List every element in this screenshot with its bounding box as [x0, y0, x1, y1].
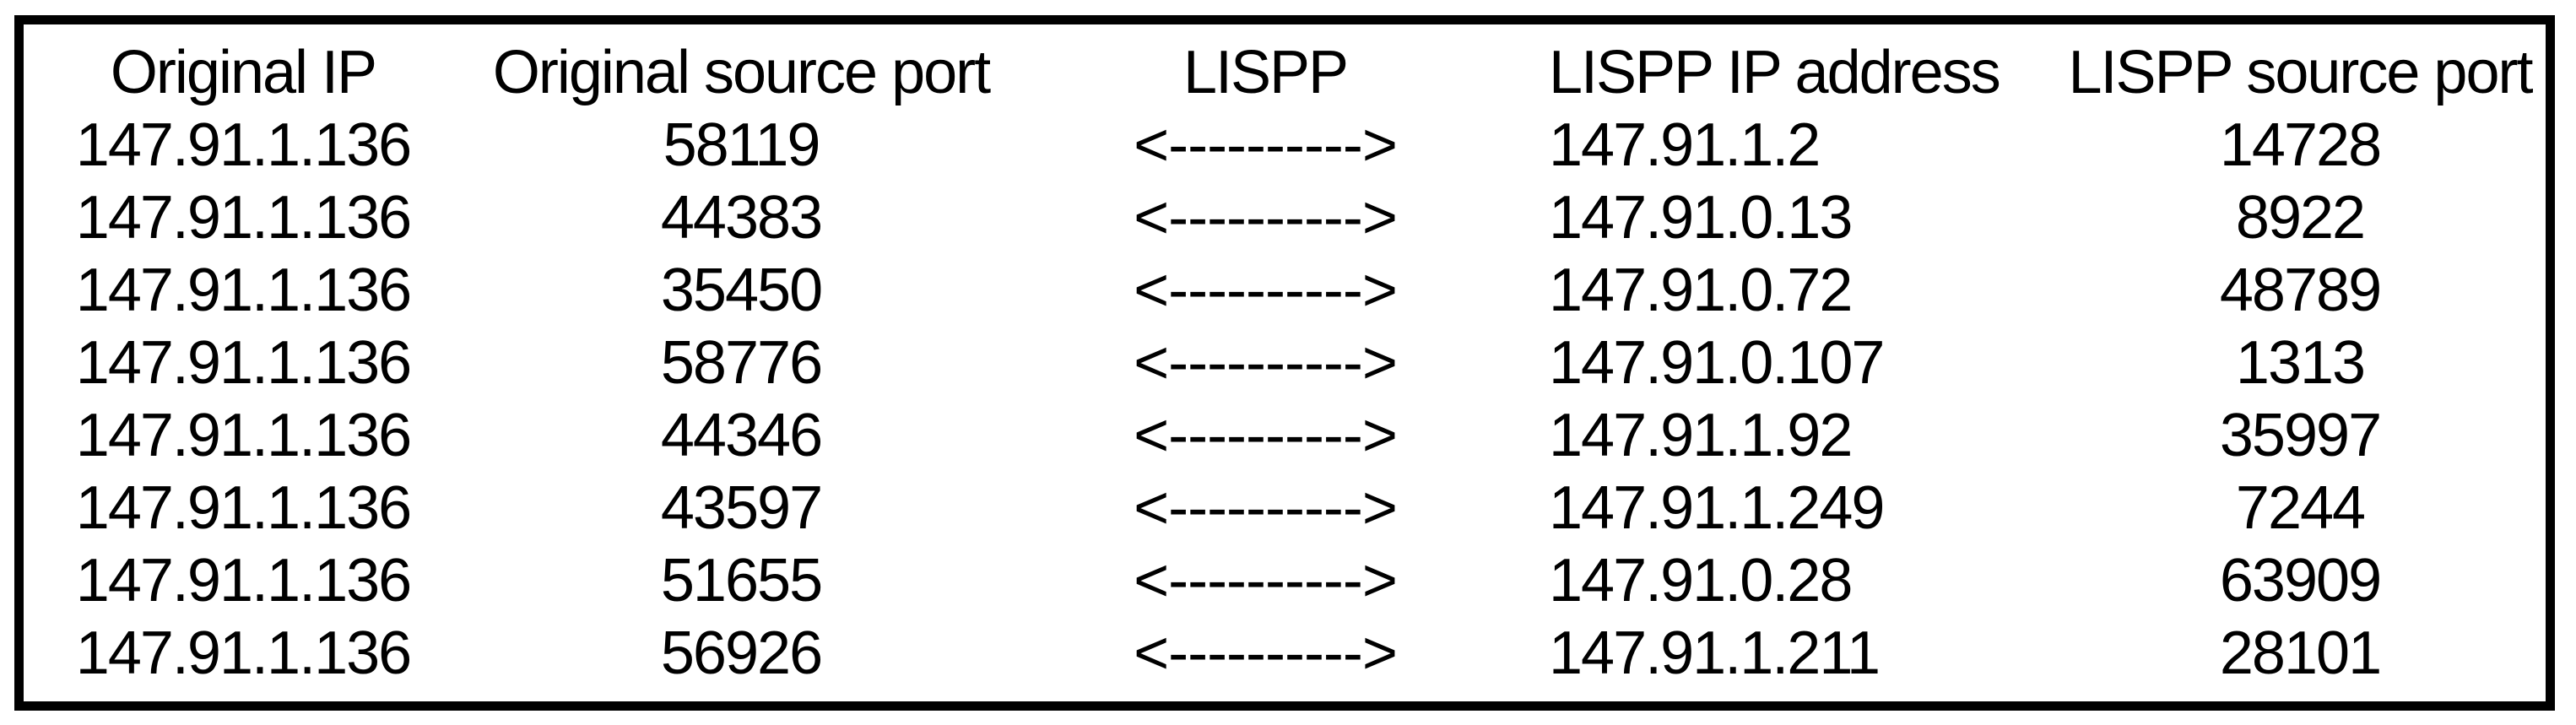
table-row: 147.91.1.136 35450 <----------> 147.91.0…: [24, 254, 2546, 327]
column-header-lispp: LISPP: [1182, 39, 1349, 106]
mapping-table-figure: Original IP Original source port LISPP L…: [14, 15, 2555, 711]
original-source-port-value: 56926: [660, 619, 823, 687]
lispp-source-port-value: 28101: [2219, 619, 2382, 687]
mapping-arrow-icon: <---------->: [1134, 184, 1398, 252]
lispp-ip-address-value: 147.91.0.72: [1549, 257, 1853, 324]
original-source-port-value: 51655: [660, 547, 823, 614]
original-source-port-value: 58776: [660, 329, 823, 397]
column-header-lispp-source-port: LISPP source port: [2068, 39, 2534, 106]
mapping-arrow-icon: <---------->: [1134, 547, 1398, 614]
table-row: 147.91.1.136 43597 <----------> 147.91.1…: [24, 472, 2546, 544]
original-source-port-value: 44383: [660, 184, 823, 252]
original-ip-value: 147.91.1.136: [75, 402, 412, 469]
table-row: 147.91.1.136 44383 <----------> 147.91.0…: [24, 181, 2546, 254]
original-ip-value: 147.91.1.136: [75, 111, 412, 179]
column-header-original-source-port: Original source port: [492, 39, 991, 106]
column-header-original-ip: Original IP: [110, 39, 377, 106]
table-row: 147.91.1.136 44346 <----------> 147.91.1…: [24, 399, 2546, 472]
original-ip-value: 147.91.1.136: [75, 547, 412, 614]
original-source-port-value: 35450: [660, 257, 823, 324]
mapping-arrow-icon: <---------->: [1134, 402, 1398, 469]
lispp-ip-address-value: 147.91.1.249: [1549, 474, 1885, 542]
lispp-ip-address-value: 147.91.0.13: [1549, 184, 1853, 252]
mapping-arrow-icon: <---------->: [1134, 474, 1398, 542]
table-row: 147.91.1.136 58776 <----------> 147.91.0…: [24, 327, 2546, 399]
original-source-port-value: 58119: [663, 111, 821, 179]
mapping-arrow-icon: <---------->: [1134, 111, 1398, 179]
lispp-source-port-value: 14728: [2219, 111, 2382, 179]
table-row: 147.91.1.136 58119 <----------> 147.91.1…: [24, 109, 2546, 181]
table-header-row: Original IP Original source port LISPP L…: [24, 36, 2546, 109]
lispp-source-port-value: 1313: [2235, 329, 2366, 397]
original-ip-value: 147.91.1.136: [75, 184, 412, 252]
table-row: 147.91.1.136 51655 <----------> 147.91.0…: [24, 544, 2546, 617]
original-source-port-value: 43597: [660, 474, 823, 542]
lispp-ip-address-value: 147.91.1.92: [1549, 402, 1853, 469]
lispp-source-port-value: 8922: [2235, 184, 2366, 252]
mapping-arrow-icon: <---------->: [1134, 329, 1398, 397]
original-ip-value: 147.91.1.136: [75, 474, 412, 542]
column-header-lispp-ip-address: LISPP IP address: [1549, 39, 2001, 106]
lispp-ip-address-value: 147.91.1.211: [1549, 619, 1881, 687]
lispp-ip-address-value: 147.91.0.28: [1549, 547, 1853, 614]
table-row: 147.91.1.136 56926 <----------> 147.91.1…: [24, 617, 2546, 690]
lispp-source-port-value: 48789: [2219, 257, 2382, 324]
mapping-arrow-icon: <---------->: [1134, 619, 1398, 687]
lispp-ip-address-value: 147.91.0.107: [1549, 329, 1885, 397]
original-source-port-value: 44346: [660, 402, 823, 469]
lispp-source-port-value: 7244: [2235, 474, 2366, 542]
original-ip-value: 147.91.1.136: [75, 329, 412, 397]
lispp-source-port-value: 35997: [2219, 402, 2382, 469]
lispp-ip-address-value: 147.91.1.2: [1549, 111, 1821, 179]
lispp-source-port-value: 63909: [2219, 547, 2382, 614]
original-ip-value: 147.91.1.136: [75, 619, 412, 687]
original-ip-value: 147.91.1.136: [75, 257, 412, 324]
mapping-arrow-icon: <---------->: [1134, 257, 1398, 324]
